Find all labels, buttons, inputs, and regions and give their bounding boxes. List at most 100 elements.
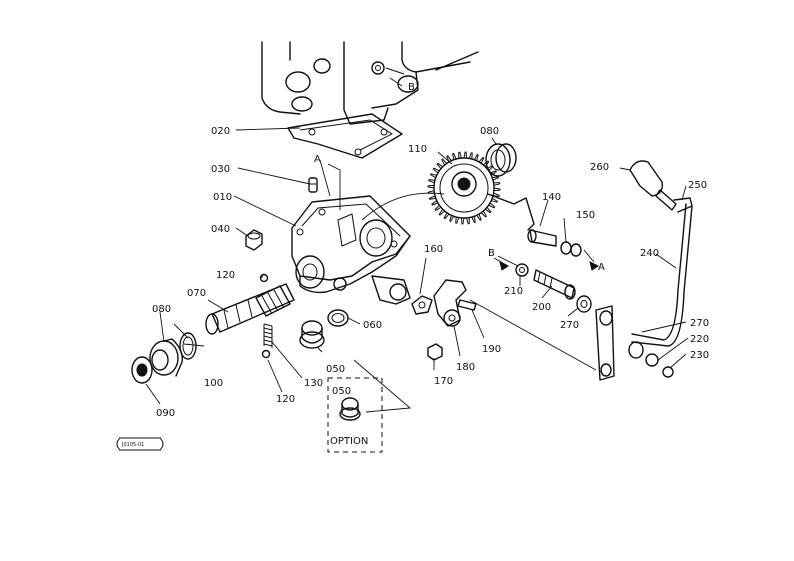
label-080-right: 080 [480,126,499,137]
gear-tooth [484,206,492,214]
label-arrow-a-left: A [314,154,321,165]
label-170: 170 [434,376,453,387]
label-260: 260 [590,162,609,173]
arrow-head-a [589,261,599,271]
label-270-lower: 270 [690,318,709,329]
gear-tooth [438,208,446,216]
bearing-080-right [485,143,517,177]
leader-lines [145,77,689,413]
washer-230 [662,366,674,378]
gear-tooth [493,187,501,192]
label-180: 180 [456,362,475,373]
gear-tooth [460,217,465,225]
arrow-head-b [499,261,509,271]
bearing-080-left [149,338,183,377]
label-250: 250 [688,180,707,191]
rings-150 [560,241,582,257]
gear-tooth [432,167,440,174]
label-150: 150 [576,210,595,221]
label-120-lower: 120 [276,394,295,405]
callout-labels: 020 030 010 040 120 070 080 100 090 130 … [121,82,709,448]
plug-050 [299,320,325,349]
label-reference-code: J0105-01 [121,442,144,448]
gear-tooth [443,212,450,220]
label-030: 030 [211,164,230,175]
label-140: 140 [542,192,561,203]
bolt-170 [427,343,443,361]
gear-tooth [491,197,499,203]
label-arrow-b-top: B [408,82,415,93]
shaft-070 [205,283,295,335]
gear-case-housing [291,195,411,305]
washer-210 [515,263,529,277]
gear-tooth [463,151,468,159]
label-230: 230 [690,350,709,361]
snap-ring-100 [179,332,197,360]
engine-block [261,41,479,125]
label-arrow-b-right: B [488,248,495,259]
gear-tooth [468,152,473,160]
label-020: 020 [211,126,230,137]
nut-040 [245,229,263,251]
gear-tooth [441,158,448,166]
label-040: 040 [211,224,230,235]
shaft-200 [533,269,576,300]
label-240: 240 [640,248,659,259]
gear-tooth [458,151,462,159]
gear-tooth [466,217,470,225]
gear-tooth [471,216,476,224]
gear-tooth [493,182,501,186]
label-100: 100 [204,378,223,389]
gasket-020 [287,113,403,159]
gear-tooth [476,213,482,221]
gear-tooth [492,192,500,197]
gear-tooth [455,216,460,224]
label-060: 060 [363,320,382,331]
label-070: 070 [187,288,206,299]
gear-tooth [449,215,455,223]
collar-270-lower [628,341,644,359]
lever-plate-160 [411,295,433,315]
label-200: 200 [532,302,551,313]
gear-110 [427,151,501,225]
pin-190 [457,299,477,311]
lever-rod-240 [631,203,693,347]
gear-tooth [492,176,500,181]
knob-260 [629,160,663,197]
gear-tooth [428,179,436,184]
label-270-upper: 270 [560,320,579,331]
label-130: 130 [304,378,323,389]
label-160: 160 [424,244,443,255]
washer-220 [645,353,659,367]
label-050: 050 [326,364,345,375]
reference-code-badge [116,437,164,451]
rod-250 [655,189,693,213]
label-210: 210 [504,286,523,297]
label-190: 190 [482,344,501,355]
label-050-option: 050 [332,386,351,397]
gear-tooth [446,155,452,163]
gear-tooth [436,162,444,170]
gear-tooth [429,173,437,179]
collar-270-upper [576,295,592,313]
link-arm [595,305,615,381]
spring-130 [263,323,273,348]
label-120-upper: 120 [216,270,235,281]
gear-tooth [428,195,436,200]
lever-180 [433,279,467,327]
o-ring-060 [327,309,349,327]
label-080-left: 080 [152,304,171,315]
bearing-090 [131,356,153,384]
gear-tooth [427,184,435,189]
gear-tooth [478,156,485,164]
gear-tooth [473,153,479,161]
label-010: 010 [213,192,232,203]
label-arrow-a-right: A [598,262,605,273]
gear-tooth [434,204,442,211]
gear-tooth [489,170,497,176]
gear-tooth [480,210,487,218]
label-090: 090 [156,408,175,419]
gear-tooth [488,202,496,209]
ball-120-lower [261,349,271,359]
